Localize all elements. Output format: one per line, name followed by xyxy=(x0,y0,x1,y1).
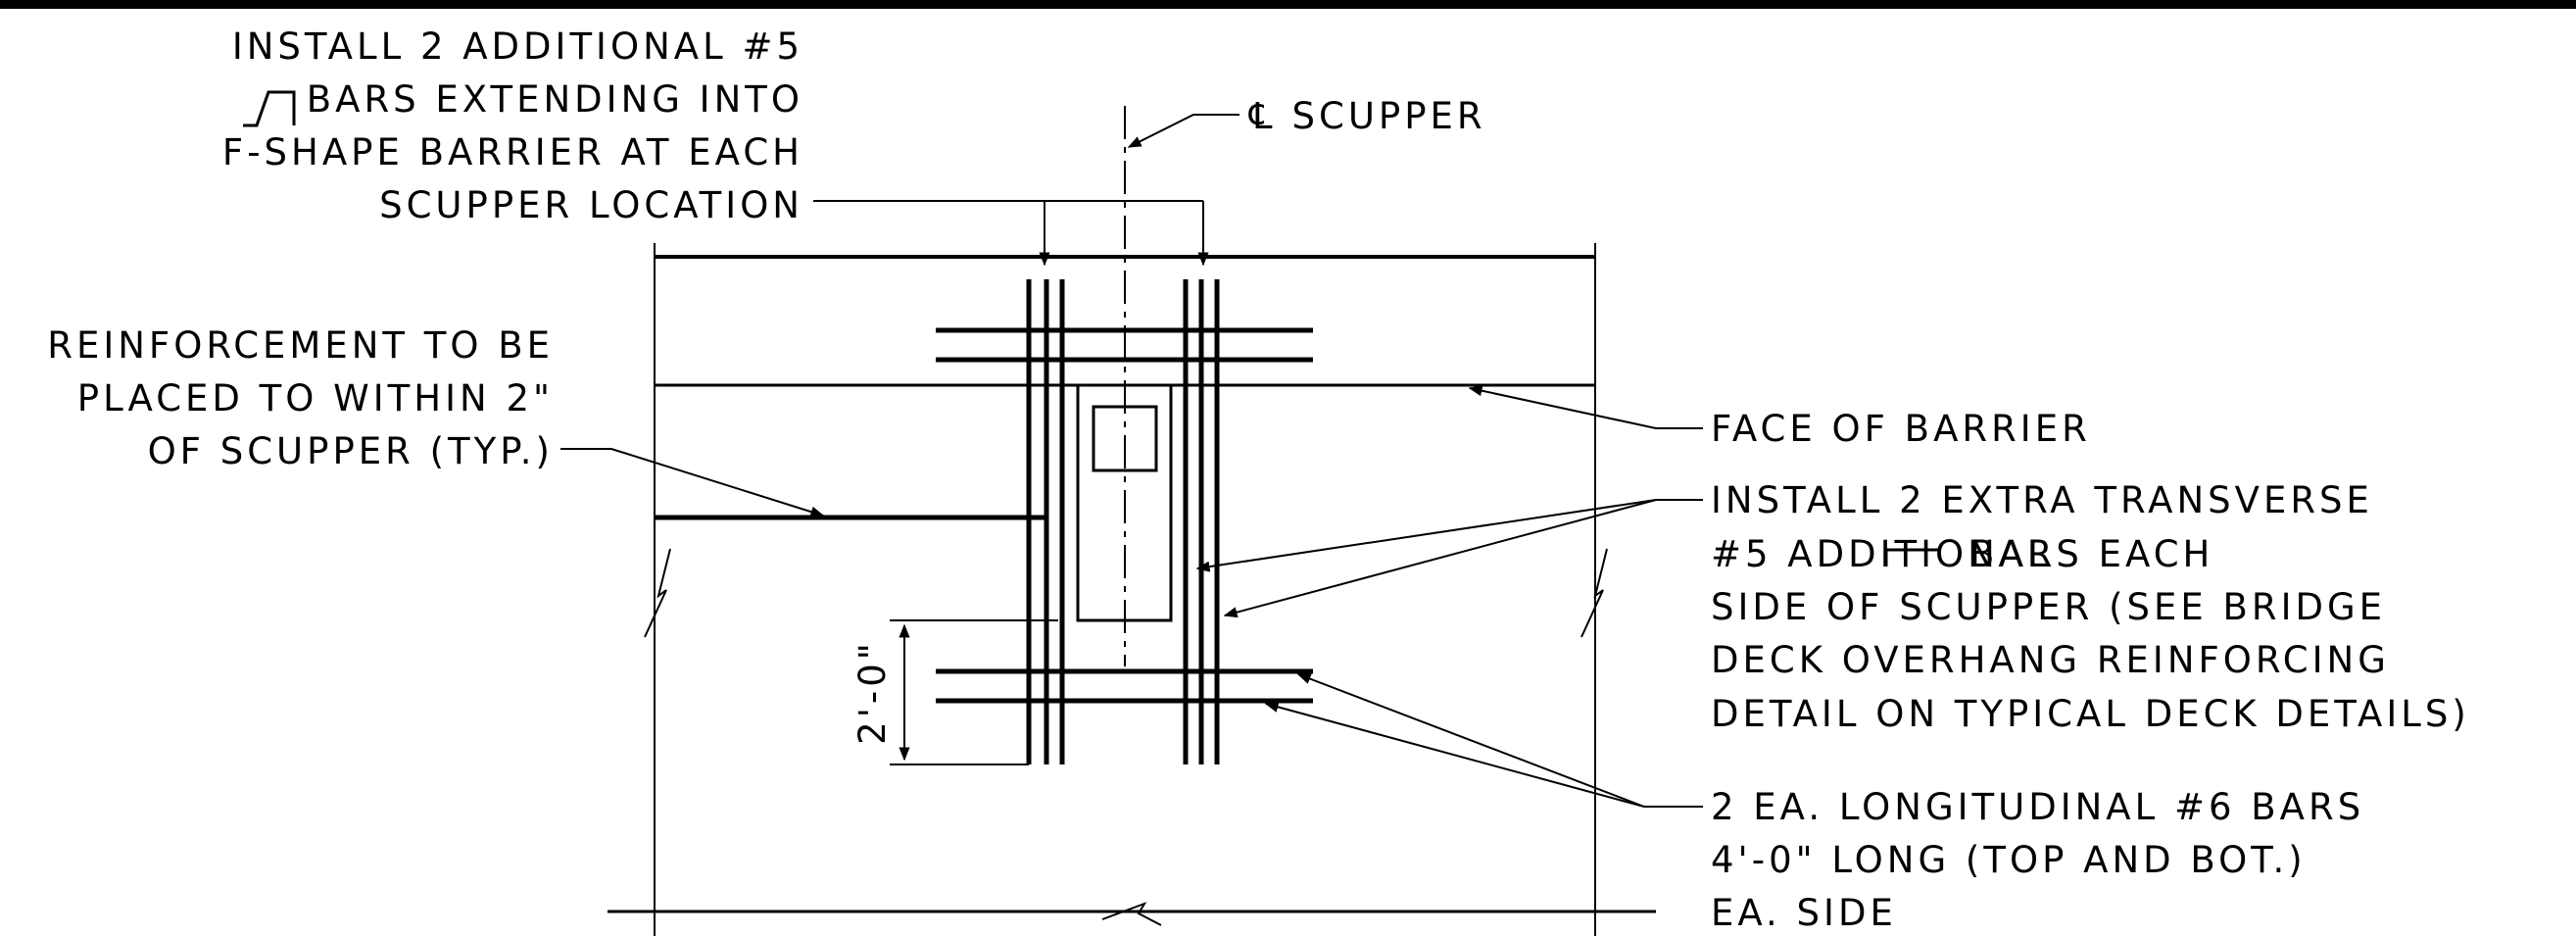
note-transverse-line1: INSTALL 2 EXTRA TRANSVERSE xyxy=(1711,479,2373,521)
dimension-2ft-label: 2'-0" xyxy=(851,639,894,745)
note-transverse-line4: DECK OVERHANG REINFORCING xyxy=(1711,639,2390,681)
label-face-of-barrier: FACE OF BARRIER xyxy=(1711,408,2091,450)
note-reinforcement-line2: PLACED TO WITHIN 2" xyxy=(77,377,554,419)
note-longitudinal-line1: 2 EA. LONGITUDINAL #6 BARS xyxy=(1711,786,2364,828)
break-symbol-left xyxy=(644,548,671,638)
leader-transverse-a xyxy=(1195,499,1657,572)
note-additional-bars-line4: SCUPPER LOCATION xyxy=(379,184,803,226)
sheet-top-border xyxy=(0,0,2576,9)
label-centerline-scupper: ℄ SCUPPER xyxy=(1248,95,1486,137)
leader-longitudinal-b xyxy=(1264,701,1645,808)
note-longitudinal-line3: EA. SIDE xyxy=(1711,892,1897,934)
bar-shape-symbol-L xyxy=(1884,548,1940,567)
note-additional-bars-line3: F-SHAPE BARRIER AT EACH xyxy=(222,131,803,173)
note-transverse-line2b: BARS EACH xyxy=(1969,533,2213,575)
leader-face-of-barrier xyxy=(1468,385,1703,429)
leader-reinforcement xyxy=(560,448,825,517)
note-additional-bars-line2: BARS EXTENDING INTO xyxy=(307,78,803,121)
note-transverse-line3: SIDE OF SCUPPER (SEE BRIDGE xyxy=(1711,586,2386,628)
note-reinforcement-line1: REINFORCEMENT TO BE xyxy=(47,324,554,367)
note-transverse-line5: DETAIL ON TYPICAL DECK DETAILS) xyxy=(1711,693,2470,735)
bar-shape-symbol-hooked xyxy=(243,90,296,127)
leader-centerline xyxy=(1127,114,1239,148)
break-symbol-right xyxy=(1580,548,1608,638)
break-symbol-bottom xyxy=(1101,902,1162,926)
note-longitudinal-line2: 4'-0" LONG (TOP AND BOT.) xyxy=(1711,839,2307,881)
leader-longitudinal-a xyxy=(1296,673,1645,808)
note-transverse-line2a: #5 ADDITIONAL xyxy=(1711,533,2052,575)
leader-transverse-b xyxy=(1223,499,1657,618)
note-reinforcement-line3: OF SCUPPER (TYP.) xyxy=(148,430,554,472)
note-additional-bars-line1: INSTALL 2 ADDITIONAL #5 xyxy=(232,25,803,68)
